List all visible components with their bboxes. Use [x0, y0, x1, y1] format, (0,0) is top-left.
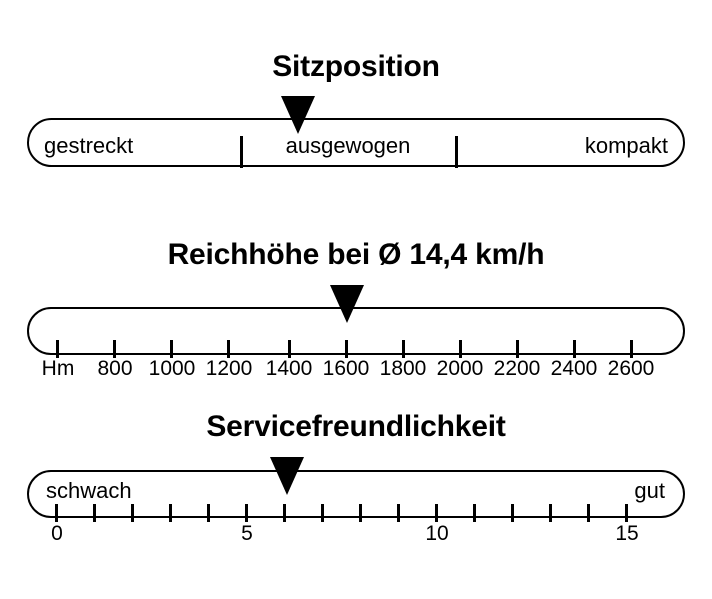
- tick-mark: [56, 340, 59, 358]
- tick-label: 5: [241, 522, 253, 545]
- tick-mark: [402, 340, 405, 358]
- tick-label: Hm: [41, 357, 75, 380]
- tick-mark: [511, 504, 514, 522]
- tick-mark: [459, 340, 462, 358]
- scale-divider-1-sitzposition: [240, 136, 243, 168]
- tick-label: 1600: [322, 357, 370, 380]
- tick-mark: [516, 340, 519, 358]
- tick-mark: [321, 504, 324, 522]
- marker-triangle-reichhoehe: [330, 285, 364, 323]
- tick-mark: [245, 504, 248, 522]
- tick-label: 0: [51, 522, 63, 545]
- scale-label-right-sitzposition: kompakt: [584, 133, 668, 158]
- rating-block-servicefreundlichkeit: Servicefreundlichkeit schwach gut 0 5: [0, 400, 712, 599]
- tick-label: 1400: [265, 357, 313, 380]
- tick-label: 1200: [205, 357, 253, 380]
- tick-mark: [283, 504, 286, 522]
- tick-mark: [573, 340, 576, 358]
- tick-mark: [169, 504, 172, 522]
- page-title-reichhoehe: Reichhöhe bei Ø 14,4 km/h: [167, 238, 545, 271]
- scale-divider-2-sitzposition: [455, 136, 458, 168]
- marker-triangle-servicefreundlichkeit: [270, 457, 304, 495]
- tick-mark: [587, 504, 590, 522]
- rating-block-reichhoehe: Reichhöhe bei Ø 14,4 km/h Hm 800 1000 12…: [0, 200, 712, 400]
- tick-mark: [625, 504, 628, 522]
- tick-mark: [630, 340, 633, 358]
- page-title-sitzposition: Sitzposition: [272, 50, 440, 83]
- tick-mark: [359, 504, 362, 522]
- tick-mark: [288, 340, 291, 358]
- rating-block-sitzposition: Sitzposition gestreckt ausgewogen kompak…: [0, 0, 712, 200]
- tick-mark: [473, 504, 476, 522]
- tick-label: 1000: [148, 357, 196, 380]
- tick-mark: [435, 504, 438, 522]
- scale-capsule-servicefreundlichkeit: [27, 470, 685, 518]
- marker-triangle-sitzposition: [281, 96, 315, 134]
- tick-label: 2600: [607, 357, 655, 380]
- tick-mark: [131, 504, 134, 522]
- scale-capsule-sitzposition: [27, 118, 685, 167]
- tick-label: 10: [425, 522, 449, 545]
- tick-label: 2000: [436, 357, 484, 380]
- tick-label: 800: [97, 357, 133, 380]
- tick-label: 15: [615, 522, 639, 545]
- tick-mark: [549, 504, 552, 522]
- tick-mark: [207, 504, 210, 522]
- tick-mark: [93, 504, 96, 522]
- tick-label: 2400: [550, 357, 598, 380]
- page-title-servicefreundlichkeit: Servicefreundlichkeit: [206, 410, 506, 443]
- tick-mark: [227, 340, 230, 358]
- tick-mark: [55, 504, 58, 522]
- tick-mark: [345, 340, 348, 358]
- scale-label-right-servicefreundlichkeit: gut: [634, 478, 665, 503]
- tick-label: 1800: [379, 357, 427, 380]
- tick-mark: [397, 504, 400, 522]
- scale-label-left-servicefreundlichkeit: schwach: [46, 478, 132, 503]
- scale-label-left-sitzposition: gestreckt: [44, 133, 134, 158]
- scale-capsule-reichhoehe: [27, 307, 685, 355]
- tick-mark: [113, 340, 116, 358]
- tick-label: 2200: [493, 357, 541, 380]
- scale-label-middle-sitzposition: ausgewogen: [285, 133, 411, 158]
- tick-mark: [170, 340, 173, 358]
